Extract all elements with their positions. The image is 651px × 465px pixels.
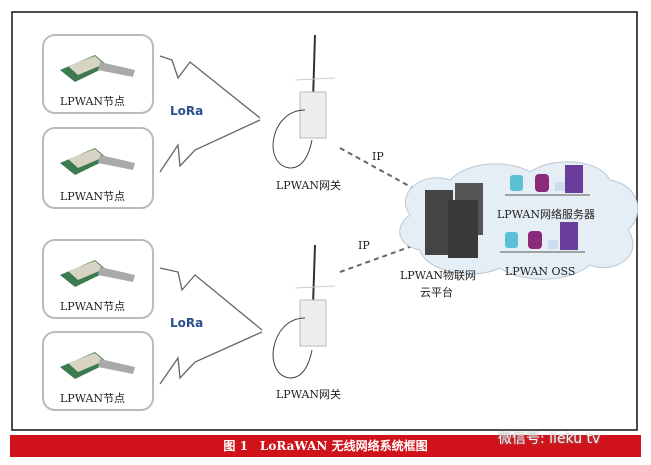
node-label-1: LPWAN节点 bbox=[60, 95, 126, 108]
oss-label: LPWAN OSS bbox=[505, 265, 576, 278]
figure-frame bbox=[11, 11, 638, 431]
ip-label-1: IP bbox=[372, 150, 384, 163]
network-server-equipment bbox=[505, 165, 590, 196]
lora-logo-2: LoRa bbox=[170, 316, 204, 330]
node-box-3 bbox=[42, 239, 154, 319]
servers bbox=[425, 183, 483, 258]
network-server-label: LPWAN网络服务器 bbox=[497, 208, 596, 221]
node-modules bbox=[60, 55, 135, 379]
node-box-4 bbox=[42, 331, 154, 411]
gateway-label-2: LPWAN网关 bbox=[276, 388, 342, 401]
node-label-2: LPWAN节点 bbox=[60, 190, 126, 203]
node-box-1 bbox=[42, 34, 154, 114]
node-label-3: LPWAN节点 bbox=[60, 300, 126, 313]
lora-logo-1: LoRa bbox=[170, 104, 204, 118]
figure-caption: 图 1 LoRaWAN 无线网络系统框图 bbox=[10, 435, 641, 457]
platform-label-line2: 云平台 bbox=[420, 286, 453, 299]
ip-links bbox=[339, 147, 421, 273]
radio-links bbox=[159, 55, 263, 385]
oss-equipment bbox=[500, 222, 585, 253]
watermark: 微信号: iieku tv bbox=[498, 431, 601, 447]
gateway-1 bbox=[272, 34, 336, 169]
ip-label-2: IP bbox=[358, 239, 370, 252]
node-boxes bbox=[42, 34, 154, 411]
node-box-2 bbox=[42, 127, 154, 209]
gateway-label-1: LPWAN网关 bbox=[276, 179, 342, 192]
platform-label-line1: LPWAN物联网 bbox=[400, 269, 477, 282]
gateway-2 bbox=[272, 244, 336, 379]
node-label-4: LPWAN节点 bbox=[60, 392, 126, 405]
